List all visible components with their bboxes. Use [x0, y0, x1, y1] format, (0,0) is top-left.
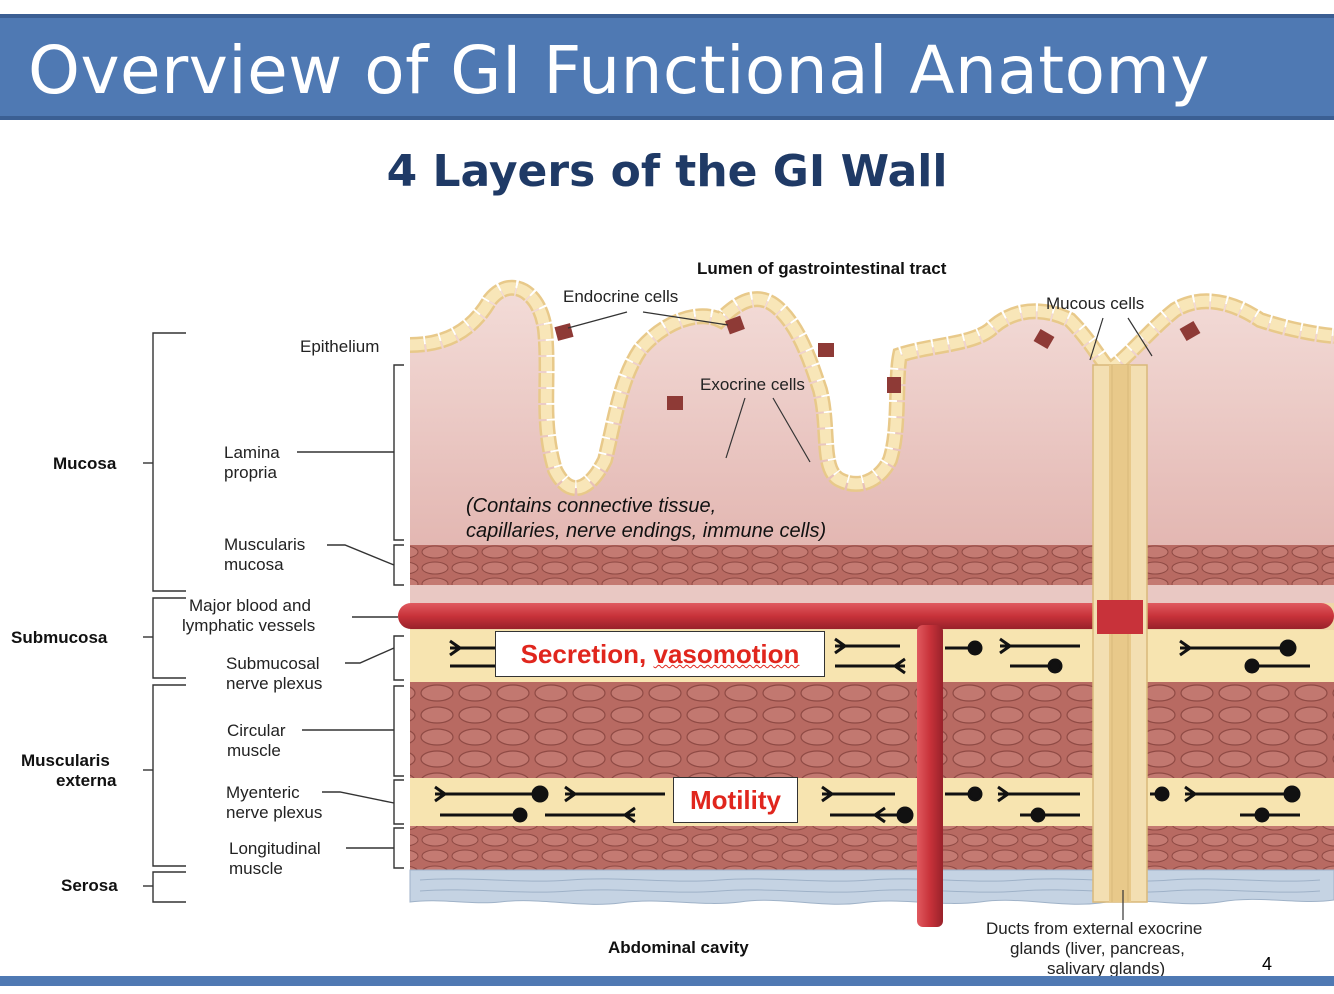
lumen-label: Lumen of gastrointestinal tract — [697, 259, 947, 278]
muscularis-mucosa-band — [410, 545, 1334, 585]
submucosal-nerve-fibers — [449, 637, 1310, 675]
motility-callout-text: Motility — [690, 785, 781, 815]
vertical-blood-vessel — [917, 625, 943, 927]
mucous-cells-label: Mucous cells — [1046, 294, 1144, 313]
lamina-note-line1: (Contains connective tissue, — [466, 495, 716, 517]
lamina-propria-label-2: propria — [224, 463, 277, 482]
secretion-callout-text: Secretion, — [520, 639, 654, 669]
ducts-label-2: glands (liver, pancreas, — [1010, 939, 1185, 958]
major-blood-vessel — [398, 603, 1334, 629]
bottom-bar — [0, 976, 1334, 986]
mucosa-label: Mucosa — [53, 454, 117, 473]
endocrine-cells-label: Endocrine cells — [563, 287, 678, 306]
lamina-propria-label-1: Lamina — [224, 443, 280, 462]
circular-muscle-band — [410, 682, 1334, 778]
submucosal-plexus-label-1: Submucosal — [226, 654, 320, 673]
longitudinal-muscle-band — [410, 826, 1334, 870]
epithelium-label: Epithelium — [300, 337, 379, 356]
longitudinal-muscle-label-1: Longitudinal — [229, 839, 321, 858]
serosa-band — [409, 869, 1334, 905]
page-number: 4 — [1262, 954, 1273, 974]
muscularis-mucosa-label-1: Muscularis — [224, 535, 305, 554]
title-bar: Overview of GI Functional Anatomy — [0, 14, 1334, 120]
circular-muscle-label-1: Circular — [227, 721, 286, 740]
submucosa-label: Submucosa — [11, 628, 108, 647]
motility-callout: Motility — [673, 777, 798, 823]
muscularis-externa-label-2: externa — [56, 771, 117, 790]
myenteric-nerve-fibers — [434, 785, 1301, 824]
vessels-label-2: lymphatic vessels — [182, 616, 315, 635]
myenteric-plexus-label-2: nerve plexus — [226, 803, 322, 822]
exocrine-cells-label: Exocrine cells — [700, 375, 805, 394]
slide-title: Overview of GI Functional Anatomy — [28, 32, 1210, 109]
vasomotion-text: vasomotion — [653, 639, 800, 669]
secretion-callout: Secretion, vasomotion — [495, 631, 825, 677]
slide-subtitle: 4 Layers of the GI Wall — [386, 146, 948, 197]
top-leader-lines — [567, 311, 1153, 920]
layer-brackets — [143, 332, 404, 903]
ducts-label-3: salivary glands) — [1047, 959, 1165, 978]
abdominal-cavity-label: Abdominal cavity — [608, 938, 749, 957]
vessels-label-1: Major blood and — [189, 596, 311, 615]
exocrine-duct — [1092, 364, 1148, 903]
submucosal-plexus-label-2: nerve plexus — [226, 674, 322, 693]
serosa-label: Serosa — [61, 876, 118, 895]
myenteric-plexus-band — [410, 778, 1334, 826]
lamina-note-line2: capillaries, nerve endings, immune cells… — [466, 520, 826, 542]
ducts-label-1: Ducts from external exocrine — [986, 919, 1202, 938]
myenteric-plexus-label-1: Myenteric — [226, 783, 300, 802]
muscularis-externa-label-1: Muscularis — [21, 751, 110, 770]
longitudinal-muscle-label-2: muscle — [229, 859, 283, 878]
muscularis-mucosa-label-2: mucosa — [224, 555, 284, 574]
circular-muscle-label-2: muscle — [227, 741, 281, 760]
